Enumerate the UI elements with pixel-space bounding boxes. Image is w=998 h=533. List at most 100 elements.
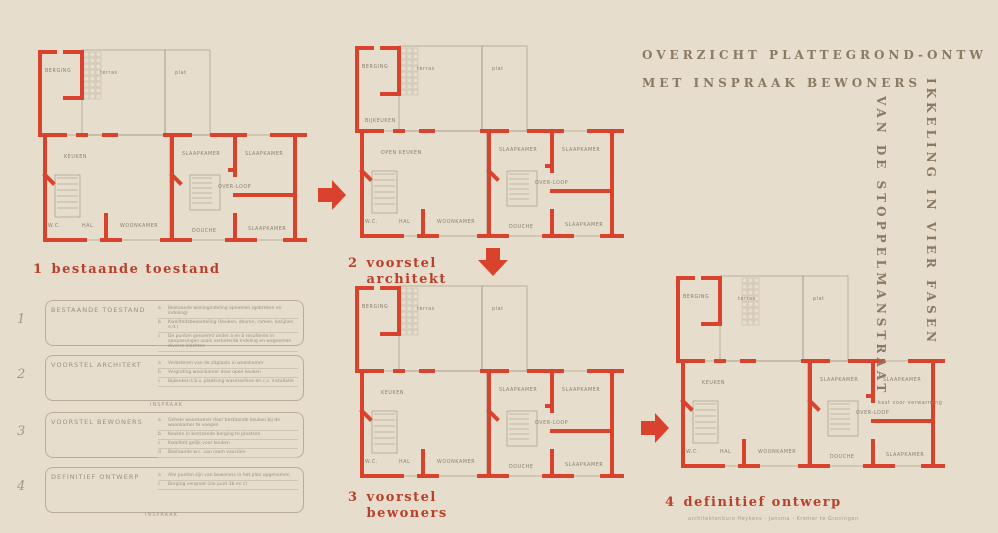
room-label-plat: plat bbox=[813, 296, 825, 302]
tile bbox=[741, 319, 748, 326]
tile bbox=[400, 47, 407, 54]
tile bbox=[412, 311, 419, 318]
tile bbox=[400, 53, 407, 60]
tile bbox=[83, 69, 90, 76]
room-label-overloop: OVER-LOOP bbox=[856, 410, 889, 416]
thin-outline bbox=[692, 400, 719, 444]
tile bbox=[406, 83, 413, 90]
tile bbox=[412, 323, 419, 330]
tile bbox=[95, 75, 102, 82]
arrow-down-icon bbox=[478, 248, 508, 276]
thin-outline bbox=[506, 410, 538, 447]
tile bbox=[95, 63, 102, 70]
legend-item-text: Verbeteren van de zitplaats in woonkamer bbox=[168, 361, 264, 366]
tile bbox=[406, 287, 413, 294]
room-label-overloop: OVER-LOOP bbox=[535, 420, 568, 426]
tile bbox=[406, 47, 413, 54]
wall bbox=[169, 172, 183, 186]
tile bbox=[406, 299, 413, 306]
wall bbox=[42, 172, 56, 186]
room-label-slaapkamer1: SLAAPKAMER bbox=[499, 387, 537, 393]
tile bbox=[400, 311, 407, 318]
room-label-douche: DOUCHE bbox=[830, 454, 855, 460]
tile bbox=[83, 93, 90, 100]
tile bbox=[412, 305, 419, 312]
title-line-1-curve: IKKELING IN VIER FASEN bbox=[924, 78, 938, 346]
room-label-slaapkamer3: SLAAPKAMER bbox=[886, 452, 924, 458]
room-label-woonkamer: WOONKAMER bbox=[758, 449, 796, 455]
legend-number: 2 bbox=[17, 367, 26, 382]
room-label-terras: terras bbox=[738, 296, 756, 302]
tile bbox=[83, 57, 90, 64]
tile bbox=[747, 277, 754, 284]
arrow-right-icon bbox=[318, 180, 346, 210]
tile bbox=[95, 93, 102, 100]
title-line-1: OVERZICHT PLATTEGROND-ONTW bbox=[642, 48, 987, 62]
legend-heading: VOORSTEL BEWONERS bbox=[51, 418, 143, 426]
tile bbox=[412, 287, 419, 294]
thin-outline bbox=[189, 174, 221, 211]
tile bbox=[400, 65, 407, 72]
room-label-keuken: OPEN KEUKEN bbox=[381, 150, 422, 156]
legend-item-key: a bbox=[158, 306, 161, 311]
tile bbox=[89, 87, 96, 94]
tile bbox=[95, 81, 102, 88]
legend-number: 1 bbox=[17, 312, 26, 327]
tile bbox=[406, 305, 413, 312]
architect-credit: architektenburo Heykens - Jansma - Kreme… bbox=[688, 516, 859, 522]
tile bbox=[741, 283, 748, 290]
tile bbox=[406, 65, 413, 72]
tile bbox=[412, 71, 419, 78]
thin-outline bbox=[164, 49, 211, 136]
room-label-terras: terras bbox=[417, 66, 435, 72]
room-label-slaapkamer2: SLAAPKAMER bbox=[562, 147, 600, 153]
legend-item-text: Bestaande w.c. van raam voorzien bbox=[168, 450, 246, 455]
tile bbox=[741, 301, 748, 308]
wall bbox=[807, 398, 821, 412]
legend-item-key: b bbox=[158, 432, 161, 437]
tile bbox=[406, 329, 413, 336]
thin-outline bbox=[371, 410, 398, 454]
tile bbox=[400, 59, 407, 66]
tile bbox=[83, 75, 90, 82]
legend-heading: VOORSTEL ARCHITEKT bbox=[51, 361, 142, 369]
tile bbox=[89, 93, 96, 100]
wall bbox=[486, 408, 500, 422]
wall bbox=[680, 398, 694, 412]
tile bbox=[89, 81, 96, 88]
tile bbox=[412, 293, 419, 300]
tile bbox=[747, 283, 754, 290]
tile bbox=[741, 307, 748, 314]
legend-heading: DEFINITIEF ONTWERP bbox=[51, 473, 140, 481]
tile bbox=[400, 299, 407, 306]
room-label-plat: plat bbox=[492, 306, 504, 312]
tile bbox=[741, 313, 748, 320]
tile bbox=[83, 81, 90, 88]
tile bbox=[406, 59, 413, 66]
tile bbox=[400, 77, 407, 84]
legend-item-key: b bbox=[158, 320, 161, 325]
tile bbox=[83, 63, 90, 70]
tile bbox=[400, 323, 407, 330]
thin-outline bbox=[481, 45, 528, 132]
tile bbox=[400, 317, 407, 324]
legend-item-key: c bbox=[158, 334, 161, 339]
tile bbox=[406, 293, 413, 300]
tile bbox=[747, 295, 754, 302]
tile bbox=[753, 319, 760, 326]
legend-item-text: Alle punten zijn van bewoners in het pla… bbox=[168, 473, 290, 478]
tile bbox=[406, 317, 413, 324]
tile bbox=[400, 89, 407, 96]
room-label-slaapkamer2: SLAAPKAMER bbox=[883, 377, 921, 383]
tile bbox=[89, 51, 96, 58]
room-label-wc: W.C. bbox=[48, 223, 61, 229]
room-label-douche: DOUCHE bbox=[509, 464, 534, 470]
legend-item-key: d bbox=[158, 450, 161, 455]
